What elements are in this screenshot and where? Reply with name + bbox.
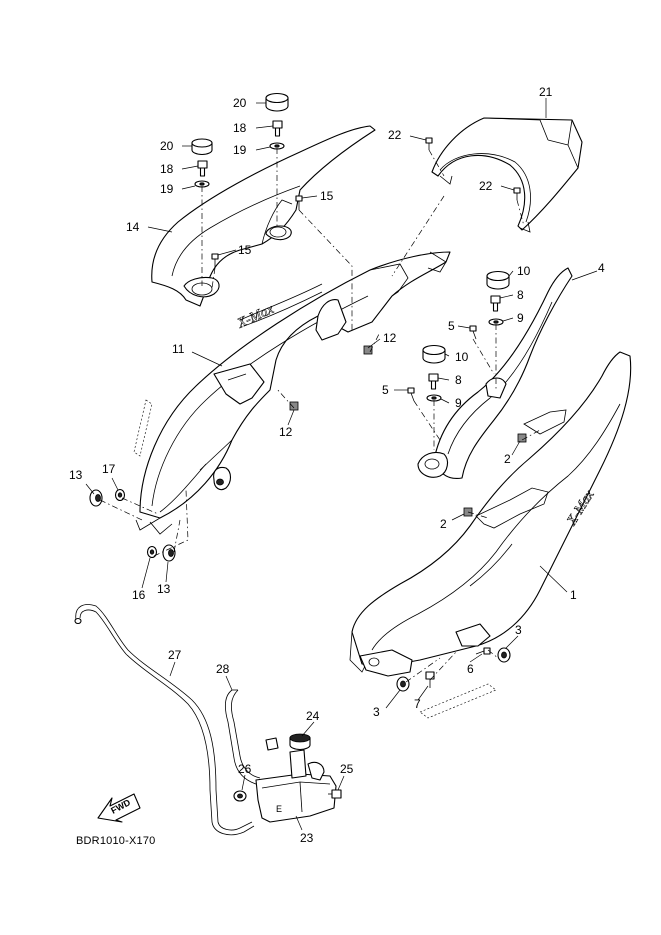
grommet-part-3-bottom [396,676,410,692]
callout-9: 9 [517,311,524,325]
bolt-part-8-top [490,295,501,312]
callout-22: 22 [388,128,402,142]
grab-rail-part-14 [151,125,376,307]
callout-2: 2 [440,517,447,531]
nut-part-2-low [463,507,473,517]
bolt-part-7 [425,671,435,688]
bolt-part-18-left [197,160,208,177]
nut-part-12-left [289,401,299,411]
screw-part-15-right [295,195,303,210]
side-cover-right-part-1: X-Max [349,351,632,719]
callout-5: 5 [382,383,389,397]
callout-18: 18 [233,121,247,135]
callout-26: 26 [238,762,252,776]
callout-22: 22 [479,179,493,193]
screw-part-6 [475,647,491,655]
callout-2: 2 [504,452,511,466]
callout-13: 13 [69,468,83,482]
callout-7: 7 [414,697,421,711]
callout-6: 6 [467,662,474,676]
screw-part-5-mid [407,387,415,402]
callout-8: 8 [517,288,524,302]
reservoir-tank-part-23: E [255,749,337,823]
bolt-part-8-mid [428,373,439,390]
cap-part-20-left [191,138,213,156]
cap-part-10-top [486,270,510,290]
callout-11: 11 [172,342,185,356]
callout-10: 10 [455,350,469,364]
callout-9: 9 [455,396,462,410]
cap-part-10-mid [422,344,446,364]
tank-mark: E [276,804,282,814]
grommet-part-13-upper [89,489,103,507]
hose-part-28 [224,689,279,785]
callout-12: 12 [383,331,397,345]
callout-19: 19 [233,143,247,157]
callout-20: 20 [160,139,174,153]
callout-13: 13 [157,582,171,596]
screw-part-5-top [469,325,477,340]
callout-4: 4 [598,261,605,275]
callout-16: 16 [132,588,146,602]
grommet-part-3-right [497,647,511,663]
nut-part-2-mid [517,433,527,443]
callout-24: 24 [306,709,320,723]
screw-part-22-right [513,187,521,200]
callout-10: 10 [517,264,531,278]
callout-15: 15 [320,189,334,203]
left-panel-outline [133,399,153,457]
callout-25: 25 [340,762,354,776]
callout-21: 21 [539,85,553,99]
callout-17: 17 [102,462,116,476]
callout-1: 1 [570,588,577,602]
callout-5: 5 [448,319,455,333]
cap-part-20-top [265,92,289,112]
tank-cap-part-24 [289,733,311,751]
hose-part-27 [74,604,255,836]
screw-part-22-top [425,137,433,150]
callout-18: 18 [160,162,174,176]
callout-8: 8 [455,373,462,387]
diagram-reference-code: BDR1010-X170 [76,835,156,847]
clamp-part-26 [233,790,247,802]
callout-labels: 20 18 19 20 18 19 14 15 15 21 22 22 10 4… [69,85,605,845]
callout-3: 3 [373,705,380,719]
callout-19: 19 [160,182,174,196]
nut-part-12-top [363,345,373,355]
forward-direction-arrow: FWD [97,793,141,823]
callout-23: 23 [300,831,314,845]
leader-lines [85,98,598,831]
bolt-part-18-top [272,120,283,137]
washer-part-9-top [488,318,504,326]
collar-part-16 [146,545,158,559]
callout-15: 15 [238,243,252,257]
side-rail-cover-part-4 [417,267,573,480]
callout-12: 12 [279,425,293,439]
collar-part-17 [114,488,126,502]
tail-cover-part-21 [431,117,583,233]
callout-14: 14 [126,220,140,234]
callout-20: 20 [233,96,247,110]
screw-part-15-left [211,253,219,268]
side-cover-left-part-11 [135,251,451,535]
callout-27: 27 [168,648,182,662]
grommet-part-13-lower [162,544,176,562]
callout-28: 28 [216,662,230,676]
callout-3: 3 [515,623,522,637]
bolt-part-25 [328,789,342,799]
